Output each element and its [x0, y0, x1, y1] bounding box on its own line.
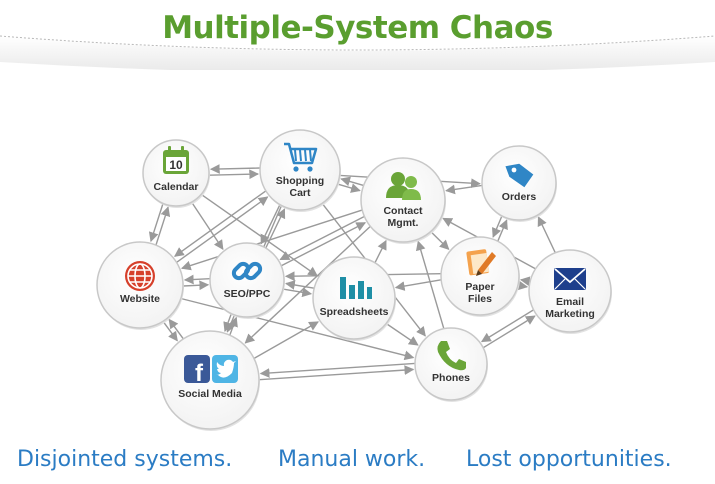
edge-spreadsheets-to-phones — [385, 322, 419, 346]
page-title: Multiple-System Chaos — [162, 10, 553, 46]
edge-shopping-to-contact — [337, 183, 361, 193]
node-label: Cart — [289, 187, 311, 199]
node-label: Files — [468, 293, 492, 305]
edge-seo-to-spreadsheets — [282, 287, 313, 298]
header-swoosh — [0, 35, 715, 70]
node-label: Spreadsheets — [320, 306, 389, 318]
node-label: Shopping — [276, 175, 324, 187]
tag-icon — [505, 163, 534, 188]
node-label: Calendar — [154, 181, 199, 193]
edge-social-to-website — [168, 318, 184, 340]
edge-contact-to-website — [180, 209, 363, 271]
edge-paper-to-orders — [497, 219, 508, 242]
calendar-icon: 10 — [163, 146, 189, 174]
shopping-cart-icon — [284, 142, 318, 172]
edge-contact-to-seo — [279, 215, 365, 261]
node-label: Mgmt. — [388, 217, 419, 229]
edge-calendar-to-seo — [191, 201, 224, 251]
node-circle — [440, 236, 520, 316]
edge-email-to-orders — [537, 216, 556, 253]
footer-item-lost: Lost opportunities. — [466, 447, 672, 472]
edge-calendar-to-spreadsheets — [200, 193, 318, 277]
edge-email-to-paper — [519, 276, 531, 287]
edge-phones-to-social — [259, 362, 415, 378]
edge-contact-to-shopping — [340, 176, 364, 187]
node-label: Marketing — [545, 308, 595, 320]
facebook-icon: f — [184, 355, 210, 387]
node-label: Social Media — [178, 388, 242, 400]
edge-phones-to-email — [482, 315, 536, 349]
node-circle — [209, 242, 285, 318]
envelope-icon — [554, 268, 586, 290]
phone-icon — [437, 341, 466, 371]
svg-text:10: 10 — [169, 158, 183, 172]
edge-contact-to-social — [244, 225, 371, 344]
edge-website-to-seo — [183, 280, 210, 291]
edge-email-to-phones — [480, 309, 534, 343]
header-banner: Multiple-System Chaos — [0, 0, 715, 70]
edge-seo-to-website — [183, 274, 210, 285]
edge-website-to-social — [162, 320, 178, 342]
node-label: Phones — [432, 372, 470, 384]
edge-spreadsheets-to-contact — [374, 239, 387, 264]
edge-seo-to-social — [223, 313, 233, 333]
node-seo: SEO/PPC — [209, 242, 285, 319]
node-website: Website — [96, 241, 184, 330]
facebook-twitter-icon: f — [184, 355, 238, 387]
node-circle — [160, 330, 260, 430]
edge-paper-to-spreadsheets — [394, 279, 442, 291]
edge-paper-to-email — [517, 280, 529, 291]
edge-seo-to-contact — [280, 222, 367, 267]
node-label: Orders — [502, 191, 537, 203]
edge-contact-to-paper — [430, 231, 450, 250]
edge-social-to-seo — [228, 316, 238, 336]
footer-item-disjointed: Disjointed systems. — [17, 447, 233, 472]
edge-shopping-to-website — [174, 190, 267, 257]
bar-chart-icon — [340, 277, 372, 299]
globe-icon — [125, 261, 155, 291]
edge-website-to-calendar — [155, 206, 171, 246]
node-label: SEO/PPC — [224, 288, 271, 300]
edge-spreadsheets-to-seo — [285, 280, 315, 290]
svg-text:f: f — [195, 360, 204, 387]
edge-website-to-phones — [180, 297, 415, 361]
pencil-paper-icon — [466, 249, 496, 276]
node-label: Paper — [465, 281, 494, 293]
edge-calendar-to-shopping — [209, 169, 260, 180]
node-orders: Orders — [481, 145, 557, 222]
edge-social-to-spreadsheets — [253, 321, 319, 360]
node-label: Contact — [383, 205, 423, 217]
edge-phones-to-contact — [415, 240, 445, 329]
people-icon — [386, 172, 421, 200]
edge-seo-to-shopping — [265, 208, 286, 249]
edge-shopping-to-calendar — [209, 164, 260, 174]
edge-website-to-shopping — [176, 196, 269, 263]
node-label: Website — [120, 293, 160, 305]
edge-orders-to-contact — [445, 184, 483, 195]
link-icon — [231, 261, 263, 281]
node-spreadsheets: Spreadsheets — [312, 256, 396, 341]
node-label: Email — [556, 296, 584, 308]
footer-item-manual: Manual work. — [278, 447, 426, 472]
node-circle — [528, 249, 612, 333]
node-circle — [259, 129, 341, 211]
edge-social-to-phones — [259, 365, 415, 381]
node-phones: Phones — [414, 327, 488, 402]
twitter-icon — [212, 355, 238, 383]
edge-calendar-to-website — [148, 203, 164, 243]
